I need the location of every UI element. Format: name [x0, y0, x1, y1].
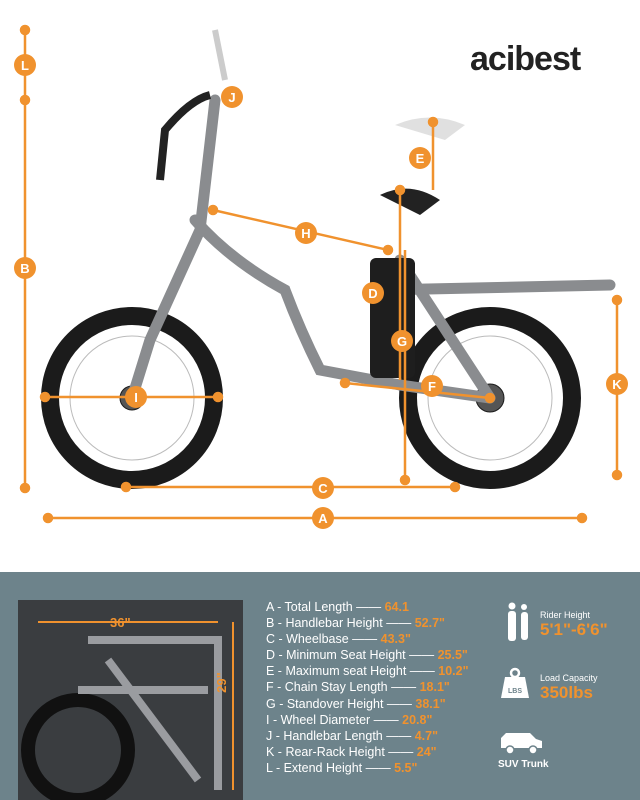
- people-icon: [508, 602, 528, 641]
- spec-row: G - Standover Height —— 38.1": [266, 696, 446, 711]
- svg-text:A: A: [318, 511, 328, 526]
- spec-row: J - Handlebar Length —— 4.7": [266, 728, 439, 743]
- folded-height: 29": [213, 672, 229, 693]
- spec-row: I - Wheel Diameter —— 20.8": [266, 712, 433, 727]
- dimension-lines: [19, 24, 623, 524]
- svg-text:L: L: [21, 58, 29, 73]
- suv-trunk: SUV Trunk: [498, 730, 578, 770]
- svg-text:LBS: LBS: [508, 688, 522, 695]
- marker-a: A: [312, 507, 334, 529]
- folded-width: 36": [110, 615, 131, 630]
- handlebar-extended: [212, 29, 228, 81]
- rider-height-label: Rider Height: [540, 610, 591, 620]
- svg-text:E: E: [416, 151, 425, 166]
- svg-text:B: B: [20, 261, 29, 276]
- spec-row: F - Chain Stay Length —— 18.1": [266, 680, 450, 695]
- svg-text:K: K: [612, 377, 622, 392]
- spec-row: L - Extend Height —— 5.5": [266, 760, 418, 775]
- load-capacity-value: 350lbs: [540, 683, 593, 702]
- marker-g: G: [391, 330, 413, 352]
- svg-text:I: I: [134, 390, 138, 405]
- brand-logo: acibest: [470, 40, 581, 78]
- seat-extended: [395, 117, 465, 140]
- spec-row: K - Rear-Rack Height —— 24": [266, 744, 437, 759]
- folded-bike-photo: 36" 29": [18, 600, 243, 800]
- svg-text:G: G: [397, 334, 407, 349]
- marker-b: B: [14, 257, 36, 279]
- svg-text:C: C: [318, 481, 328, 496]
- marker-c: C: [312, 477, 334, 499]
- marker-d: D: [362, 282, 384, 304]
- svg-text:F: F: [428, 379, 436, 394]
- battery: [370, 258, 415, 378]
- bike-illustration: L B J E H D G F I K C A: [14, 24, 628, 529]
- seat: [380, 188, 440, 215]
- handlebar: [156, 91, 212, 181]
- marker-k: K: [606, 373, 628, 395]
- marker-h: H: [295, 222, 317, 244]
- rider-height-value: 5'1"-6'6": [540, 620, 608, 639]
- suv-trunk-label: SUV Trunk: [498, 759, 549, 770]
- spec-panel: 36" 29" A - Total Length —— 64.1 B - Han…: [0, 572, 640, 800]
- svg-text:J: J: [228, 90, 235, 105]
- spec-row: C - Wheelbase —— 43.3": [266, 632, 411, 647]
- marker-i: I: [125, 386, 147, 408]
- marker-f: F: [421, 375, 443, 397]
- spec-row: A - Total Length —— 64.1: [266, 600, 409, 614]
- weight-icon: LBS: [501, 667, 529, 698]
- marker-j: J: [221, 86, 243, 108]
- spec-list: A - Total Length —— 64.1 B - Handlebar H…: [266, 599, 469, 776]
- svg-text:H: H: [301, 226, 310, 241]
- svg-text:D: D: [368, 286, 377, 301]
- marker-e: E: [409, 147, 431, 169]
- load-capacity-label: Load Capacity: [540, 673, 598, 683]
- spec-row: E - Maximum seat Height —— 10.2": [266, 664, 469, 679]
- dimension-markers: L B J E H D G F I K C A: [14, 54, 628, 529]
- suv-icon: [501, 733, 542, 755]
- spec-row: D - Minimum Seat Height —— 25.5": [266, 648, 468, 663]
- bike-diagram: L B J E H D G F I K C A acibest: [14, 24, 628, 529]
- marker-l: L: [14, 54, 36, 76]
- spec-row: B - Handlebar Height —— 52.7": [266, 616, 445, 631]
